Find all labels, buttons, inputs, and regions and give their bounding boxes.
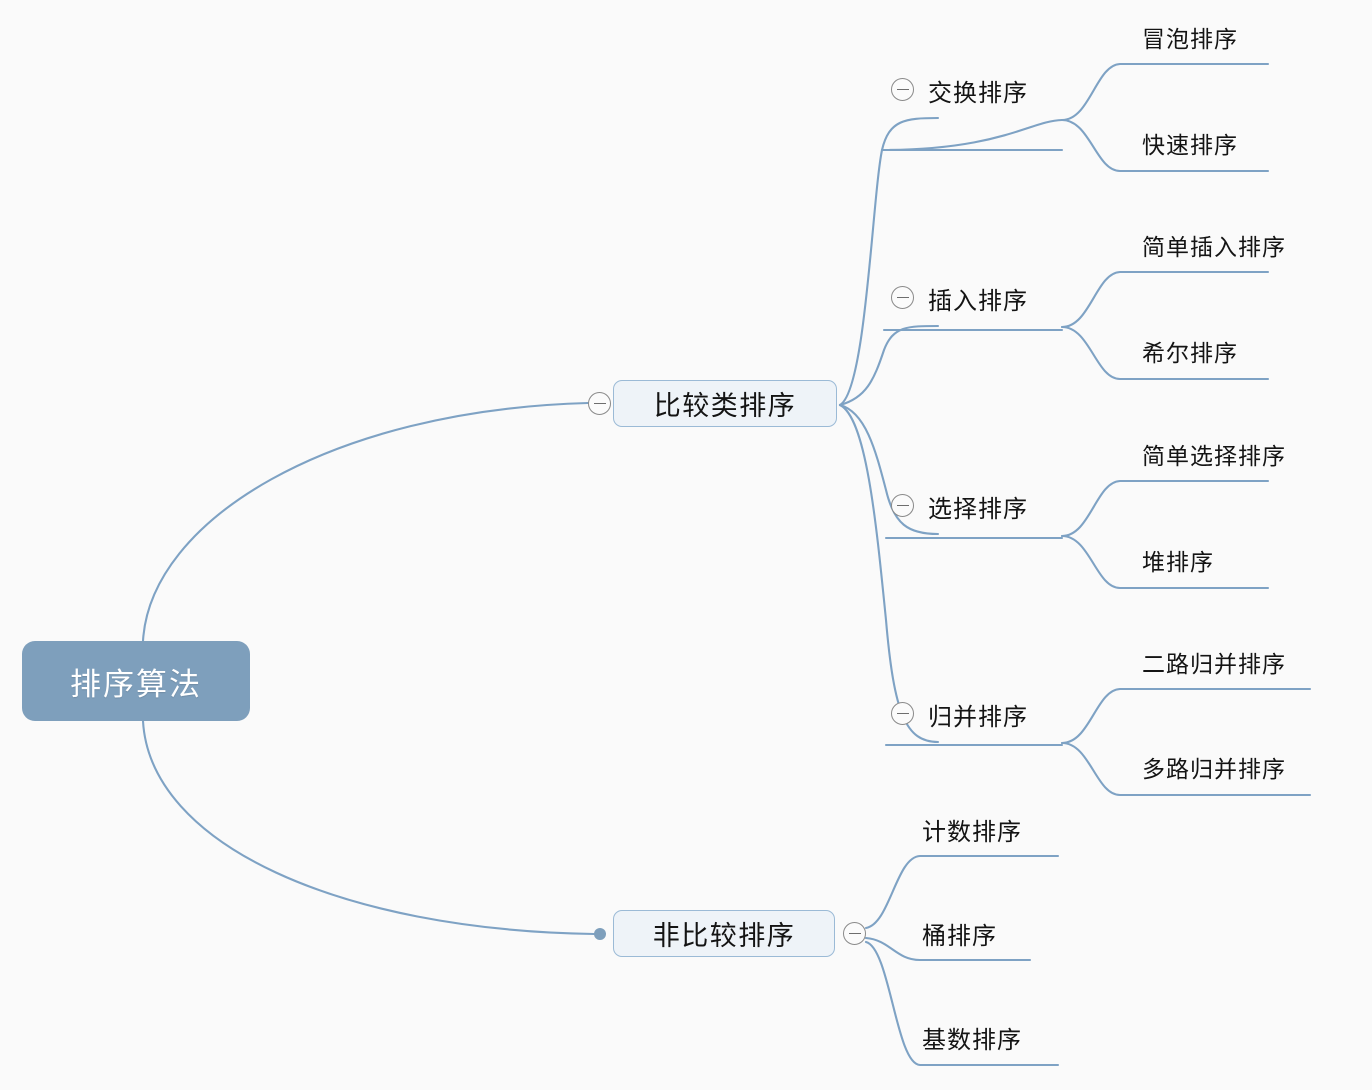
sub-node-insertion-sort-label: 插入排序 [928,288,1028,315]
sub-node-bucket-sort-label: 桶排序 [922,923,997,950]
branch-node-noncomparison-sort[interactable]: 非比较排序 [613,910,835,957]
collapse-toggle-insertion-sort[interactable] [891,286,914,309]
sub-node-radix-sort-label: 基数排序 [922,1027,1022,1054]
link-insertion-to-simple [1060,270,1270,329]
link-comparison-to-exchange [838,116,940,407]
fork-exchange [880,118,1064,152]
sub-node-merge-sort-label: 归并排序 [928,704,1028,731]
leaf-node-bubble-sort[interactable]: 冒泡排序 [1142,18,1282,56]
anchor-dot-noncomparison-sort [594,928,606,940]
link-exchange-to-bubble [1060,62,1270,122]
sub-node-selection-sort-label: 选择排序 [928,496,1028,523]
collapse-toggle-noncomparison-sort[interactable] [843,922,866,945]
leaf-node-simple-insertion-sort[interactable]: 简单插入排序 [1142,226,1312,264]
link-merge-to-twoway [1060,687,1312,745]
sub-node-bucket-sort[interactable]: 桶排序 [922,914,1052,952]
link-selection-to-simpleselect [1060,479,1270,538]
sub-node-selection-sort[interactable]: 选择排序 [928,486,1048,526]
collapse-toggle-comparison-sort[interactable] [588,392,611,415]
root-node-sorting-algorithms[interactable]: 排序算法 [22,641,250,721]
link-root-to-comparison [141,401,590,643]
root-node-label: 排序算法 [70,666,202,702]
leaf-node-shell-sort-label: 希尔排序 [1142,341,1238,366]
sub-node-exchange-sort[interactable]: 交换排序 [928,70,1048,110]
branch-node-comparison-sort-label: 比较类排序 [653,391,797,421]
link-comparison-to-insertion [838,324,940,407]
collapse-toggle-merge-sort[interactable] [891,702,914,725]
sub-node-radix-sort[interactable]: 基数排序 [922,1018,1052,1056]
leaf-node-twoway-merge-sort-label: 二路归并排序 [1142,652,1286,677]
link-root-to-noncomparison [141,719,596,936]
collapse-toggle-selection-sort[interactable] [891,494,914,517]
leaf-node-quick-sort[interactable]: 快速排序 [1142,124,1282,162]
leaf-node-twoway-merge-sort[interactable]: 二路归并排序 [1142,643,1312,681]
leaf-node-multiway-merge-sort-label: 多路归并排序 [1142,757,1286,782]
leaf-node-quick-sort-label: 快速排序 [1142,133,1238,158]
sub-node-counting-sort[interactable]: 计数排序 [922,810,1052,848]
sub-node-insertion-sort[interactable]: 插入排序 [928,278,1048,318]
sub-node-merge-sort[interactable]: 归并排序 [928,694,1048,734]
collapse-toggle-exchange-sort[interactable] [891,78,914,101]
leaf-node-heap-sort[interactable]: 堆排序 [1142,541,1282,579]
leaf-node-bubble-sort-label: 冒泡排序 [1142,27,1238,52]
branch-node-noncomparison-sort-label: 非比较排序 [652,921,796,951]
leaf-node-simple-selection-sort[interactable]: 简单选择排序 [1142,435,1312,473]
sub-node-exchange-sort-label: 交换排序 [928,80,1028,107]
leaf-node-multiway-merge-sort[interactable]: 多路归并排序 [1142,748,1312,786]
link-comparison-to-selection [838,403,940,536]
leaf-node-simple-selection-sort-label: 简单选择排序 [1142,444,1286,469]
leaf-node-heap-sort-label: 堆排序 [1142,550,1214,575]
link-comparison-to-merge [838,403,940,744]
sub-node-counting-sort-label: 计数排序 [922,819,1022,846]
branch-node-comparison-sort[interactable]: 比较类排序 [613,380,837,427]
leaf-node-simple-insertion-sort-label: 简单插入排序 [1142,235,1286,260]
leaf-node-shell-sort[interactable]: 希尔排序 [1142,332,1282,370]
